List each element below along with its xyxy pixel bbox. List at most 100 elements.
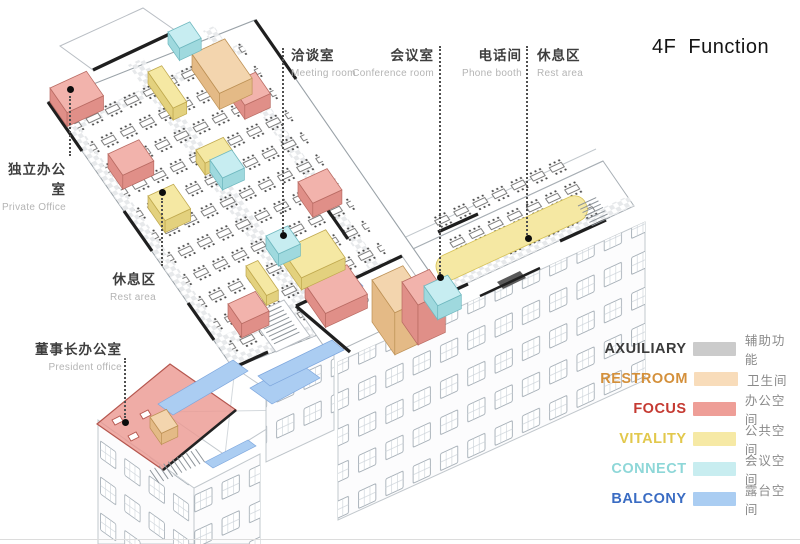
callout-line-private-office (69, 96, 71, 156)
stair-step (181, 455, 192, 469)
phone-booth-label-zh: 电话间 (478, 48, 522, 63)
callout-dot-phone-booth (525, 235, 532, 242)
callout-line-meeting-room (282, 48, 284, 232)
callout-meeting-room: 洽谈室 Meeting room (291, 44, 356, 79)
legend-row-connect: CONNECT 会议空间 (598, 454, 798, 487)
legend-restroom-label: RESTROOM (600, 371, 688, 387)
callout-line-phone-booth (526, 46, 528, 235)
legend-row-vitality: VITALITY 公共空间 (598, 424, 798, 457)
legend: AXUILIARY 辅助功能 RESTROOM 卫生间 FOCUS 办公空间 V… (598, 334, 798, 517)
callout-dot-rest-area-left (159, 189, 166, 196)
stair-step (172, 459, 183, 473)
stair-step (580, 200, 599, 210)
callout-phone-booth: 电话间 Phone booth (445, 44, 522, 79)
legend-axuiliary-zh: 辅助功能 (744, 334, 786, 367)
callout-dot-meeting-room (280, 232, 287, 239)
focus-room (227, 290, 270, 325)
meeting-room-label-en: Meeting room (291, 68, 356, 79)
stair-step (586, 210, 606, 220)
legend-connect-zh: 会议空间 (744, 454, 786, 487)
stair-step (271, 327, 298, 341)
connect-room (167, 21, 202, 49)
right-wing-windows (338, 222, 645, 520)
rest-area-top-label-zh: 休息区 (537, 48, 581, 63)
conference-room-label-zh: 会议室 (390, 48, 434, 63)
legend-focus-swatch (692, 402, 736, 416)
callout-line-conference-room (439, 46, 441, 274)
stair-step (154, 467, 165, 482)
vitality-corridor (435, 195, 588, 281)
legend-vitality-zh: 公共空间 (744, 424, 786, 457)
callout-rest-area-top: 休息区 Rest area (537, 44, 583, 79)
focus-room (297, 168, 343, 204)
vitality-room (245, 259, 279, 297)
focus-room (49, 70, 105, 114)
stair-step (266, 320, 292, 334)
stair-step (190, 450, 201, 465)
bottom-divider (0, 539, 800, 540)
stair-step (158, 465, 169, 480)
stair-step (268, 324, 295, 337)
rest-area-left-label-zh: 休息区 (112, 272, 156, 287)
legend-axuiliary-label: AXUILIARY (604, 341, 687, 357)
callout-president-office: 董事长办公室 President office (18, 338, 122, 373)
callout-dot-president-office (122, 419, 129, 426)
stair-step (589, 213, 608, 223)
private-office-label-zh: 独立办公室 (8, 162, 66, 197)
rest-area-top-label-en: Rest area (537, 68, 584, 79)
conference-room-label-en: Conference room (352, 68, 434, 79)
stair-step (273, 331, 300, 345)
legend-balcony-label: BALCONY (611, 491, 687, 507)
focus-room (107, 139, 155, 176)
stair-step (195, 448, 206, 463)
callout-conference-room: 会议室 Conference room (350, 44, 434, 79)
legend-row-balcony: BALCONY 露台空间 (598, 484, 798, 517)
tower-stairs (149, 448, 206, 484)
legend-restroom-zh: 卫生间 (747, 373, 788, 388)
legend-focus-zh: 办公空间 (744, 394, 786, 427)
legend-row-restroom: RESTROOM 卫生间 (598, 364, 798, 394)
president-office-label-en: President office (48, 362, 122, 373)
restroom-room (191, 38, 253, 94)
legend-axuiliary-swatch (692, 342, 736, 356)
legend-balcony-swatch (692, 492, 736, 506)
restroom-room (149, 408, 179, 434)
vitality-room (147, 65, 188, 109)
connect-room (265, 225, 302, 255)
president-office-label-zh: 董事长办公室 (35, 342, 122, 357)
meeting-room-label-zh: 洽谈室 (291, 48, 335, 63)
stair-step (263, 316, 290, 330)
legend-connect-label: CONNECT (611, 461, 687, 477)
callout-line-rest-area-left (161, 198, 163, 266)
legend-restroom-swatch (694, 372, 738, 386)
connect-room (209, 149, 246, 179)
page-title: 4F Function (652, 36, 770, 58)
stair-step (176, 457, 187, 471)
legend-focus-label: FOCUS (633, 401, 687, 417)
right-wing-desk-area (422, 151, 586, 255)
stair-step (167, 461, 178, 476)
right-wing (337, 148, 646, 521)
legend-connect-swatch (692, 462, 736, 476)
callout-line-president-office (124, 358, 126, 418)
stair-step (185, 452, 196, 467)
rest-area-left-label-en: Rest area (109, 292, 156, 303)
balcony-terraces (157, 278, 364, 469)
private-office-label-en: Private Office (1, 202, 66, 213)
legend-vitality-swatch (692, 432, 736, 446)
legend-balcony-zh: 露台空间 (744, 484, 786, 517)
stair-step (577, 197, 597, 207)
stair-step (591, 216, 611, 227)
legend-row-focus: FOCUS 办公空间 (598, 394, 798, 427)
vitality-room (147, 183, 192, 222)
callout-dot-conference-room (437, 274, 444, 281)
vitality-room (281, 229, 346, 279)
rooms-layer (49, 21, 462, 446)
stair-step (582, 203, 601, 214)
callout-rest-area-left: 休息区 Rest area (80, 268, 156, 303)
stair-step (149, 469, 160, 484)
callout-private-office: 独立办公室 Private Office (0, 158, 66, 213)
phone-booth-label-en: Phone booth (461, 68, 522, 79)
